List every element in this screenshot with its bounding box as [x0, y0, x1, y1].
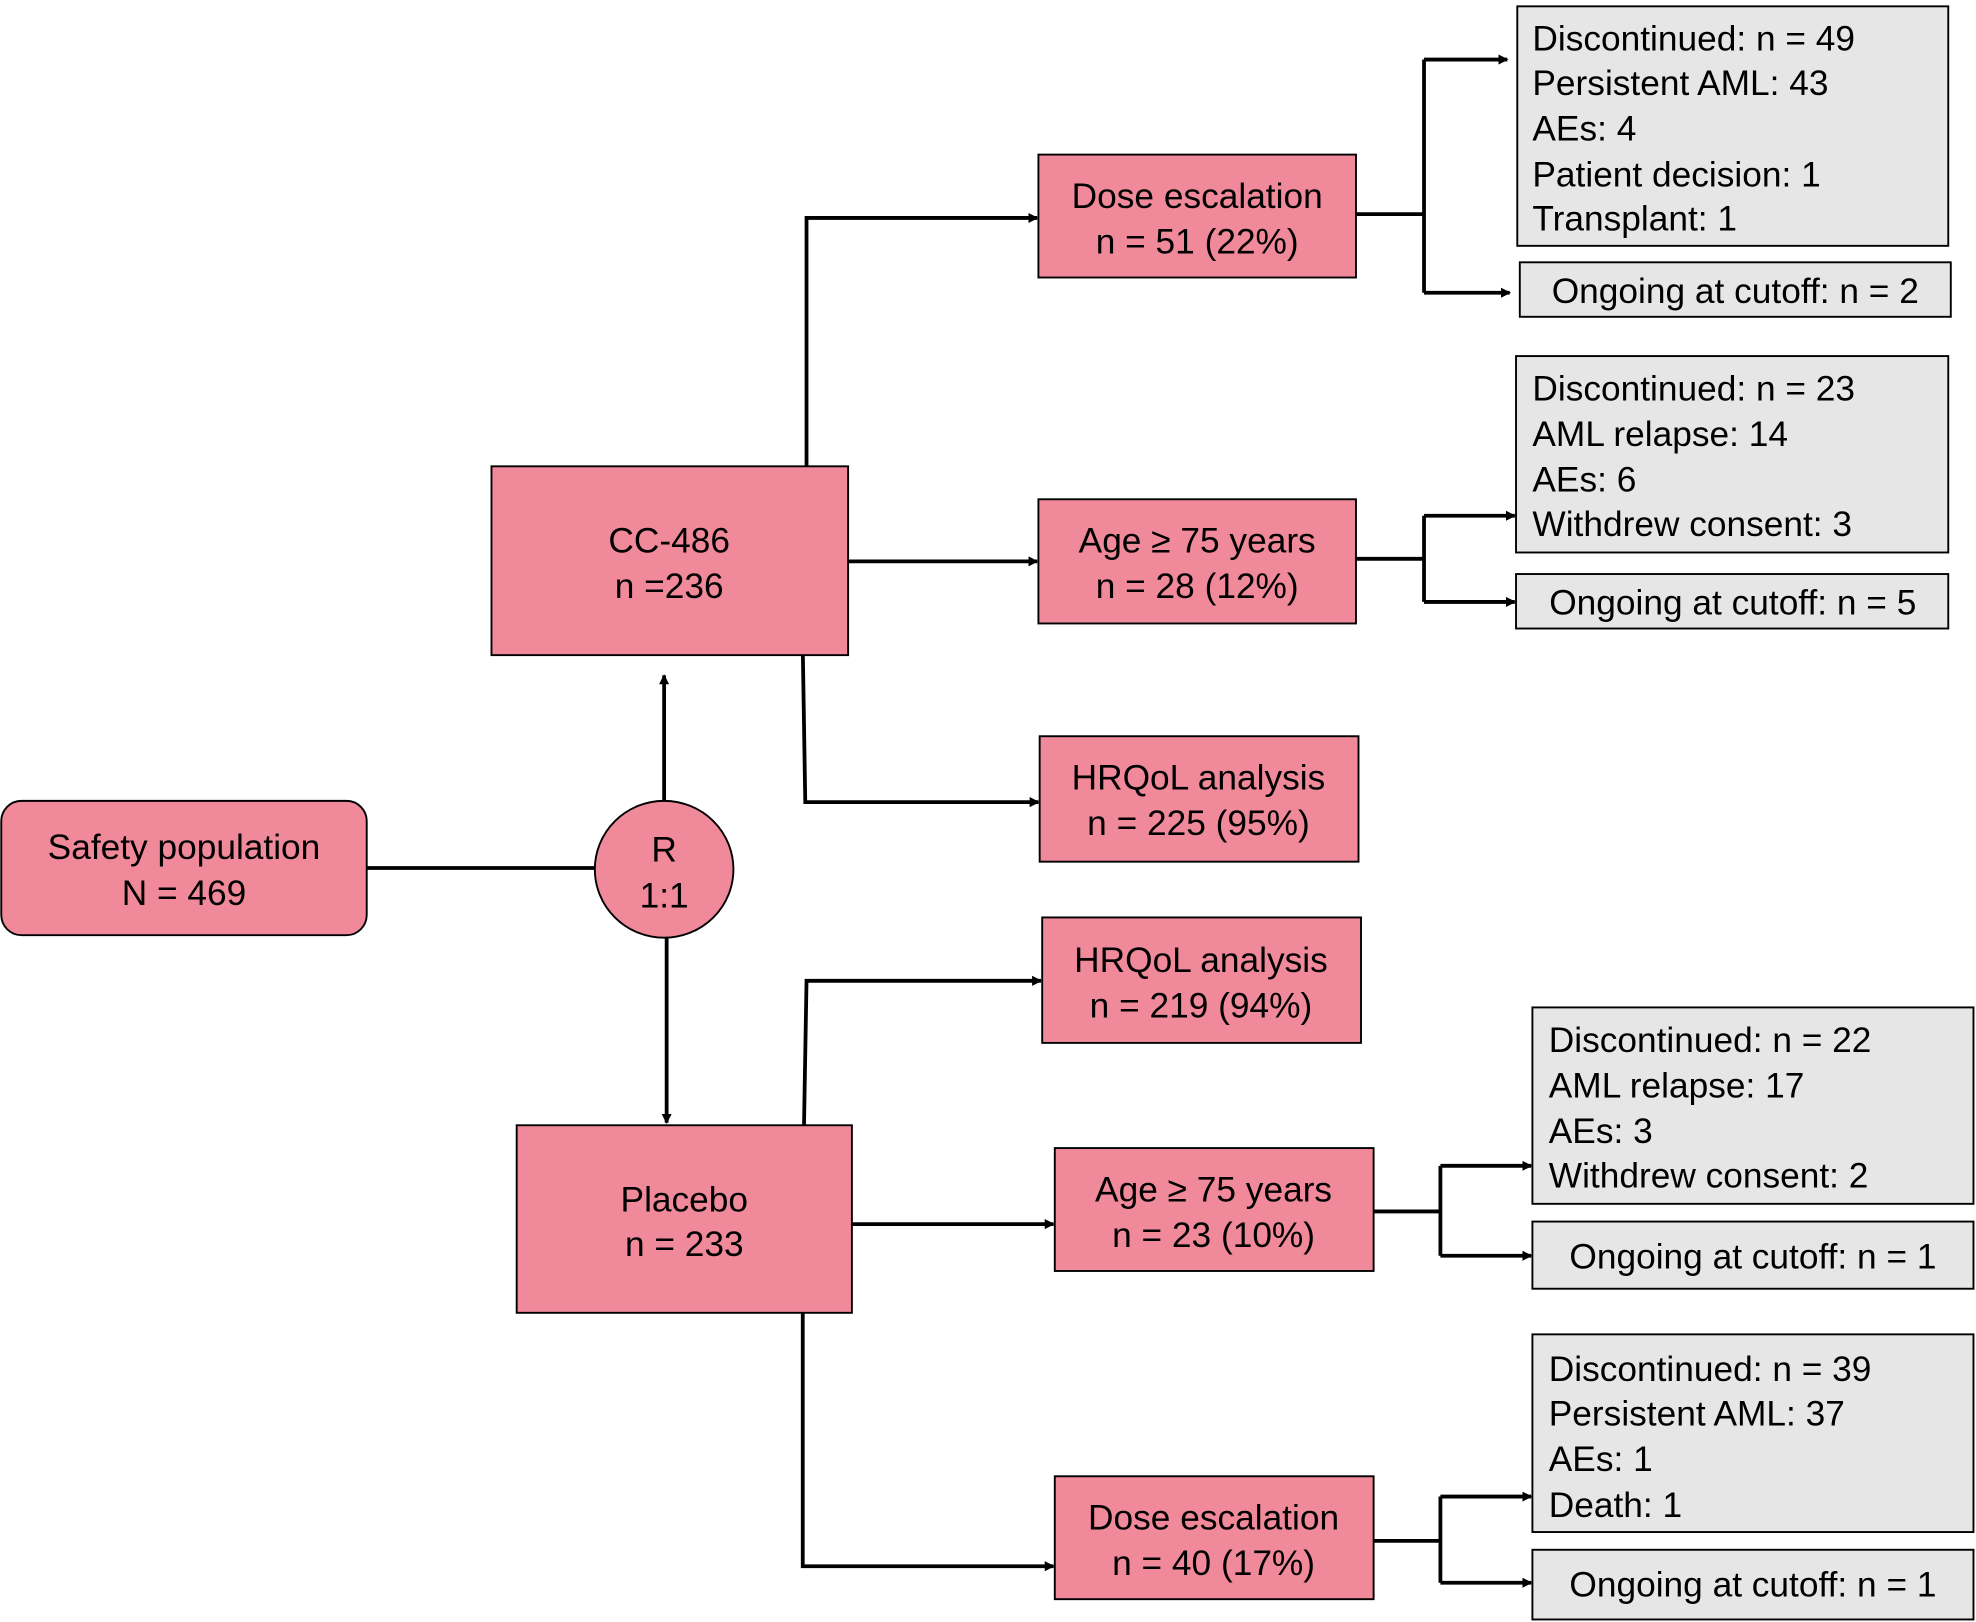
outcome-line: AEs: 6 — [1532, 461, 1636, 500]
cc486-dose-discontinued-box: Discontinued: n = 49 Persistent AML: 43 … — [1516, 5, 1950, 247]
outcome-line: AEs: 1 — [1549, 1440, 1653, 1479]
safety-label: Safety population — [48, 828, 321, 867]
cc486-count: n =236 — [615, 567, 724, 606]
placebo-box: Placebo n = 233 — [515, 1124, 853, 1314]
safety-population-box: Safety population N = 469 — [0, 799, 368, 937]
outcome-line: Withdrew consent: 3 — [1532, 505, 1852, 544]
cc486-box: CC-486 n =236 — [490, 465, 850, 657]
randomization-label: R — [651, 831, 676, 870]
outcome-line: Transplant: 1 — [1532, 200, 1737, 239]
placebo-label: Placebo — [621, 1180, 748, 1219]
box-count: n = 225 (95%) — [1087, 804, 1310, 843]
placebo-age-discontinued-box: Discontinued: n = 22 AML relapse: 17 AEs… — [1531, 1006, 1975, 1205]
placebo-age-ongoing-box: Ongoing at cutoff: n = 1 — [1531, 1220, 1975, 1290]
cc486-label: CC-486 — [608, 521, 730, 560]
outcome-line: Death: 1 — [1549, 1486, 1682, 1525]
placebo-count: n = 233 — [625, 1225, 744, 1264]
placebo-dose-discontinued-box: Discontinued: n = 39 Persistent AML: 37 … — [1531, 1333, 1975, 1533]
box-label: HRQoL analysis — [1072, 758, 1326, 797]
cc486-age-discontinued-box: Discontinued: n = 23 AML relapse: 14 AEs… — [1515, 355, 1950, 554]
outcome-line: AEs: 4 — [1532, 110, 1636, 149]
connectors — [366, 54, 1533, 1588]
outcome-line: Withdrew consent: 2 — [1549, 1156, 1869, 1195]
cc486-age-box: Age ≥ 75 years n = 28 (12%) — [1037, 498, 1357, 625]
box-count: n = 219 (94%) — [1090, 986, 1313, 1025]
box-count: n = 40 (17%) — [1112, 1544, 1315, 1583]
placebo-age-box: Age ≥ 75 years n = 23 (10%) — [1053, 1147, 1375, 1272]
box-label: Age ≥ 75 years — [1079, 521, 1316, 560]
placebo-dose-ongoing-box: Ongoing at cutoff: n = 1 — [1531, 1548, 1975, 1621]
placebo-dose-escalation-box: Dose escalation n = 40 (17%) — [1053, 1475, 1375, 1601]
outcome-line: Discontinued: n = 22 — [1549, 1021, 1872, 1060]
cc486-dose-ongoing-box: Ongoing at cutoff: n = 2 — [1518, 261, 1952, 318]
box-count: n = 28 (12%) — [1096, 567, 1299, 606]
box-count: n = 23 (10%) — [1112, 1216, 1315, 1255]
cc486-dose-escalation-box: Dose escalation n = 51 (22%) — [1037, 153, 1357, 279]
box-label: Dose escalation — [1088, 1498, 1339, 1537]
outcome-line: Persistent AML: 37 — [1549, 1395, 1845, 1434]
box-label: HRQoL analysis — [1074, 941, 1328, 980]
outcome-line: Ongoing at cutoff: n = 1 — [1569, 1566, 1936, 1605]
box-count: n = 51 (22%) — [1096, 222, 1299, 261]
outcome-line: Ongoing at cutoff: n = 2 — [1552, 272, 1919, 311]
outcome-line: Discontinued: n = 23 — [1532, 369, 1855, 408]
outcome-line: Patient decision: 1 — [1532, 155, 1820, 194]
box-label: Dose escalation — [1072, 177, 1323, 216]
outcome-line: AML relapse: 17 — [1549, 1066, 1805, 1105]
placebo-hrqol-box: HRQoL analysis n = 219 (94%) — [1041, 916, 1362, 1044]
outcome-line: AEs: 3 — [1549, 1112, 1653, 1151]
cc486-hrqol-box: HRQoL analysis n = 225 (95%) — [1038, 735, 1360, 863]
box-label: Age ≥ 75 years — [1095, 1170, 1332, 1209]
outcome-line: Ongoing at cutoff: n = 1 — [1569, 1237, 1936, 1276]
randomization-circle: R 1:1 — [593, 799, 735, 939]
cc486-age-ongoing-box: Ongoing at cutoff: n = 5 — [1515, 573, 1950, 630]
safety-count: N = 469 — [122, 874, 247, 913]
outcome-line: Discontinued: n = 49 — [1532, 20, 1855, 59]
outcome-line: AML relapse: 14 — [1532, 415, 1788, 454]
outcome-line: Ongoing at cutoff: n = 5 — [1549, 584, 1916, 623]
outcome-line: Persistent AML: 43 — [1532, 64, 1828, 103]
randomization-ratio: 1:1 — [640, 876, 689, 915]
outcome-line: Discontinued: n = 39 — [1549, 1350, 1872, 1389]
